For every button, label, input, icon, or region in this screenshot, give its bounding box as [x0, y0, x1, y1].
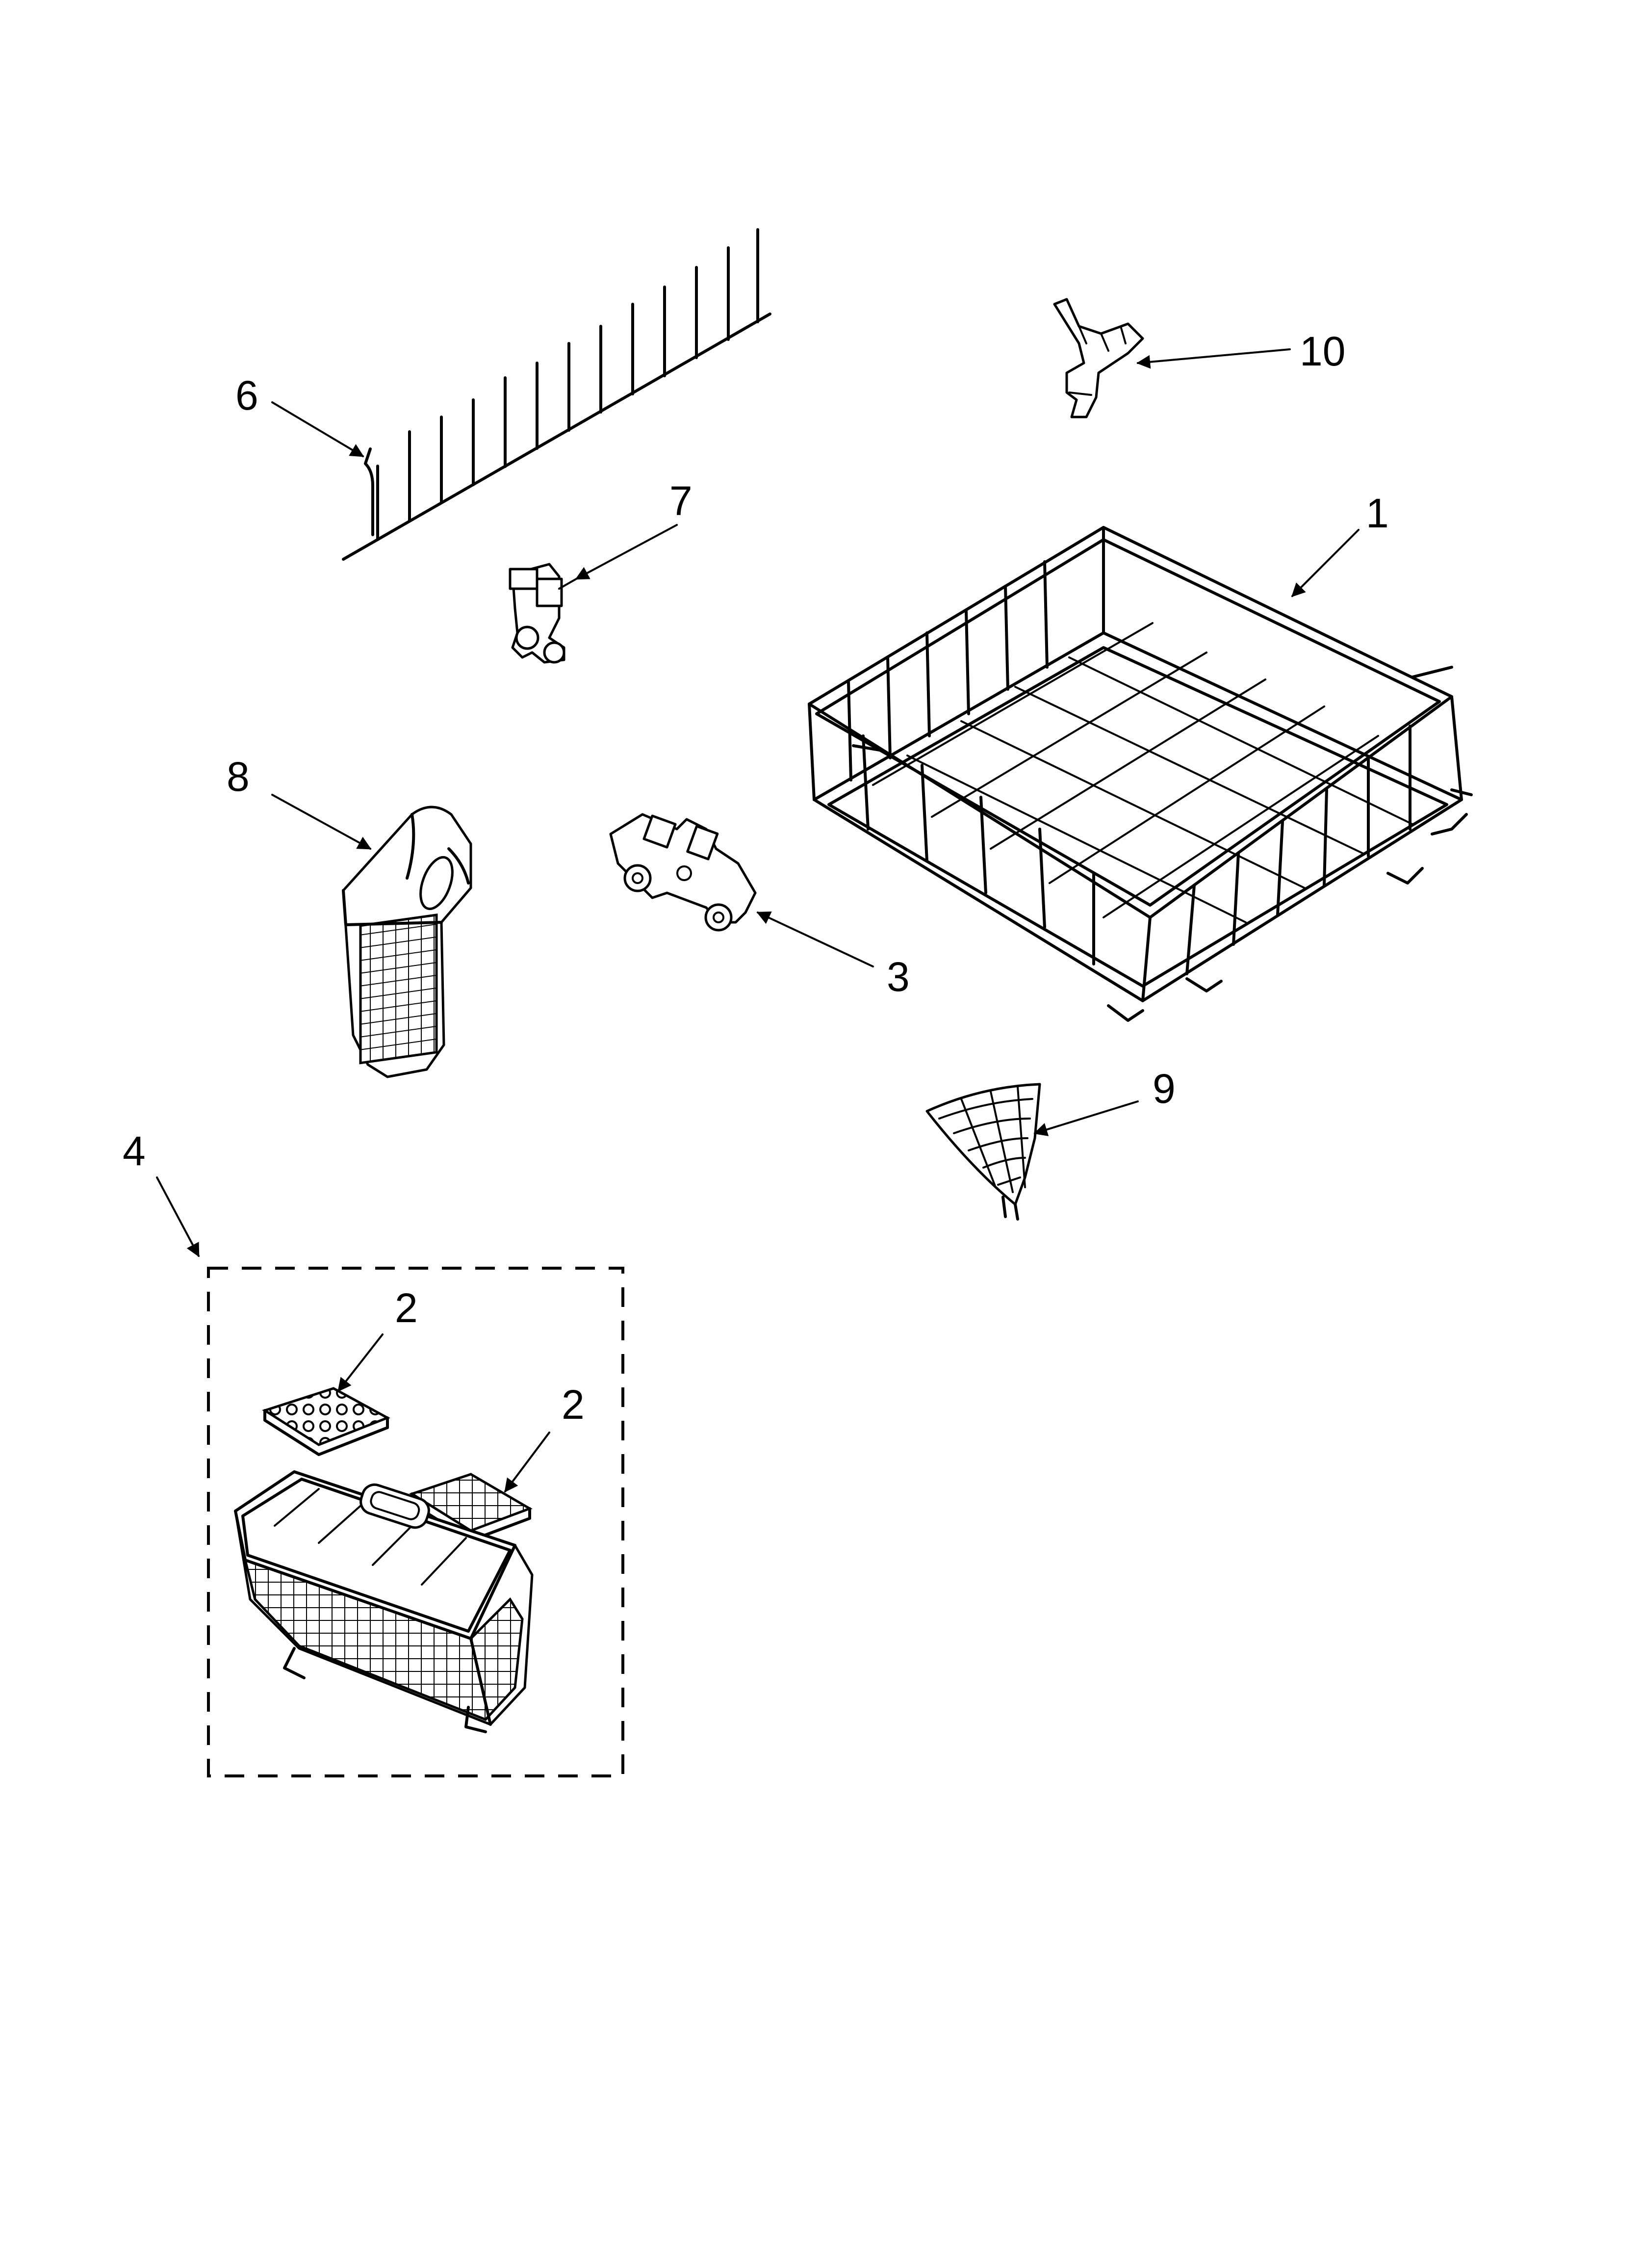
lower-rack-part — [808, 526, 1473, 1022]
callout-10: 10 — [1300, 328, 1345, 374]
clip-part-7 — [509, 563, 577, 664]
roller-clip-part-3 — [609, 813, 757, 932]
arrow-4 — [156, 1176, 200, 1257]
arrow-8 — [271, 794, 372, 850]
callout-7: 7 — [669, 478, 693, 524]
silverware-basket — [234, 1470, 534, 1733]
tine-row-part — [342, 228, 771, 561]
arrow-10 — [1136, 348, 1291, 369]
arrow-9 — [1033, 1100, 1139, 1136]
arrow-1 — [1291, 529, 1360, 597]
callout-4: 4 — [123, 1128, 146, 1174]
arrow-7 — [575, 524, 678, 580]
tine-insert-part-9 — [925, 1083, 1041, 1221]
silverware-holder-part-8 — [342, 806, 472, 1078]
assembly-box-4 — [207, 1267, 624, 1777]
callout-2a: 2 — [395, 1285, 418, 1331]
arrow-6 — [271, 401, 364, 457]
callout-8: 8 — [227, 754, 250, 800]
arrow-3 — [756, 912, 874, 967]
arrow-2b — [504, 1432, 550, 1493]
bracket-part-10 — [1053, 298, 1144, 418]
callout-1: 1 — [1366, 490, 1389, 536]
callout-3: 3 — [887, 954, 910, 1000]
arrow-2a — [337, 1333, 384, 1392]
callout-2b: 2 — [562, 1382, 585, 1428]
callout-6: 6 — [235, 372, 258, 418]
basket-lid-left — [262, 1387, 390, 1456]
callout-9: 9 — [1153, 1066, 1176, 1112]
